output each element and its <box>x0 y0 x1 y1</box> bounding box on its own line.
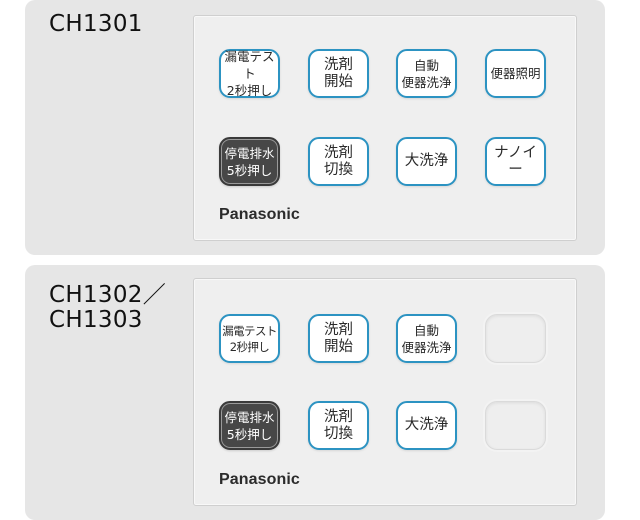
large-flush-button[interactable]: 大洗浄 <box>396 137 457 186</box>
auto-bowl-wash-button[interactable]: 自動 便器洗浄 <box>396 314 457 363</box>
detergent-start-button[interactable]: 洗剤 開始 <box>308 314 369 363</box>
detergent-switch-button[interactable]: 洗剤 切換 <box>308 137 369 186</box>
bowl-light-button[interactable]: 便器照明 <box>485 49 546 98</box>
model-label: CH1301 <box>49 11 143 37</box>
remote-panel-ch1302-ch1303: CH1302／ CH1303 漏電テスト 2秒押し 洗剤 開始 自動 便器洗浄 … <box>25 265 605 520</box>
auto-bowl-wash-button[interactable]: 自動 便器洗浄 <box>396 49 457 98</box>
leak-test-button[interactable]: 漏電テスト 2秒押し <box>219 314 280 363</box>
control-face: 漏電テスト 2秒押し 洗剤 開始 自動 便器洗浄 停電排水 5秒押し 洗剤 切換… <box>193 278 577 506</box>
blank-button-slot <box>485 314 546 363</box>
power-outage-drain-button[interactable]: 停電排水 5秒押し <box>219 137 280 186</box>
blank-button-slot <box>485 401 546 450</box>
leak-test-button[interactable]: 漏電テスト 2秒押し <box>219 49 280 98</box>
detergent-switch-button[interactable]: 洗剤 切換 <box>308 401 369 450</box>
panasonic-logo: Panasonic <box>219 471 300 488</box>
panasonic-logo: Panasonic <box>219 206 300 223</box>
model-label: CH1302／ CH1303 <box>49 282 166 333</box>
detergent-start-button[interactable]: 洗剤 開始 <box>308 49 369 98</box>
power-outage-drain-button[interactable]: 停電排水 5秒押し <box>219 401 280 450</box>
nanoe-button[interactable]: ナノイー <box>485 137 546 186</box>
control-face: 漏電テスト 2秒押し 洗剤 開始 自動 便器洗浄 便器照明 停電排水 5秒押し … <box>193 15 577 241</box>
remote-panel-ch1301: CH1301 漏電テスト 2秒押し 洗剤 開始 自動 便器洗浄 便器照明 停電排… <box>25 0 605 255</box>
large-flush-button[interactable]: 大洗浄 <box>396 401 457 450</box>
